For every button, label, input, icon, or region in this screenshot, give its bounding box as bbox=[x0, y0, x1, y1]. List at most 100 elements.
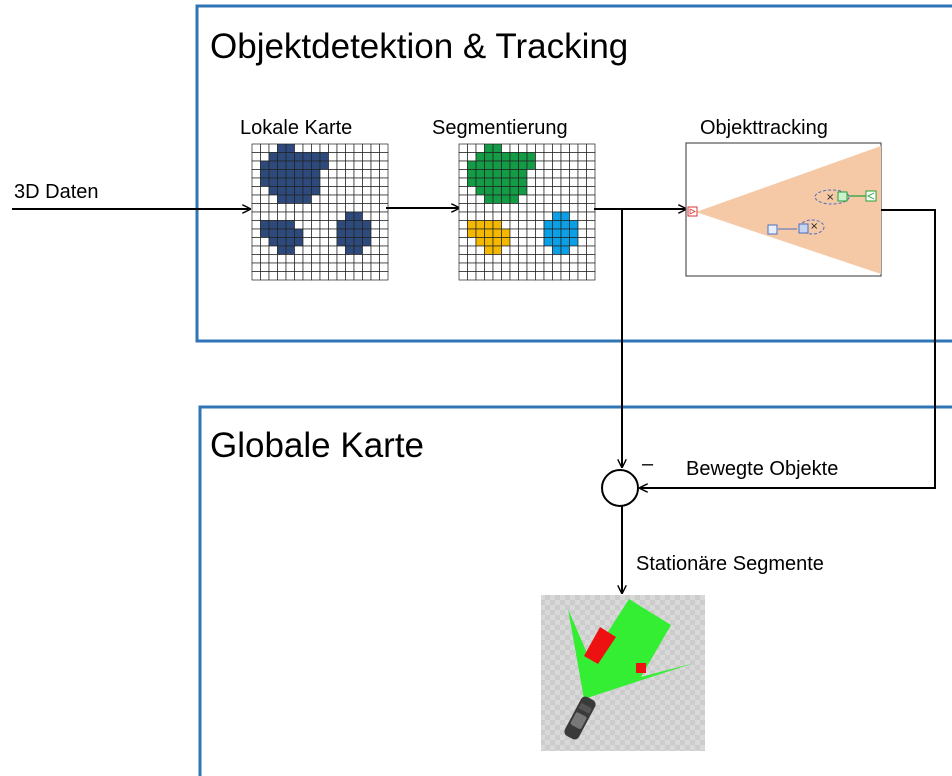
grid-cell bbox=[560, 203, 570, 213]
grid-cell bbox=[319, 245, 329, 255]
occupied-cell bbox=[484, 245, 494, 255]
grid-cell bbox=[328, 245, 338, 255]
occupied-cell bbox=[277, 194, 287, 204]
occupied-cell bbox=[501, 152, 511, 162]
occupied-cell bbox=[260, 228, 270, 238]
grid-cell bbox=[586, 228, 596, 238]
grid-cell bbox=[328, 211, 338, 221]
grid-cell bbox=[518, 254, 528, 264]
grid-cell bbox=[370, 237, 380, 247]
local-map-label: Lokale Karte bbox=[240, 117, 352, 139]
occupied-cell bbox=[484, 220, 494, 230]
grid-cell bbox=[345, 160, 355, 170]
grid-cell bbox=[518, 203, 528, 213]
grid-cell bbox=[560, 194, 570, 204]
grid-cell bbox=[526, 186, 536, 196]
grid-cell bbox=[319, 203, 329, 213]
grid-cell bbox=[260, 152, 270, 162]
occupied-cell bbox=[277, 237, 287, 247]
grid-cell bbox=[353, 186, 363, 196]
grid-cell bbox=[475, 211, 485, 221]
grid-cell bbox=[370, 254, 380, 264]
grid-cell bbox=[586, 169, 596, 179]
occupied-cell bbox=[509, 152, 519, 162]
occupied-cell bbox=[467, 220, 477, 230]
grid-cell bbox=[362, 245, 372, 255]
grid-cell bbox=[260, 194, 270, 204]
grid-cell bbox=[458, 194, 468, 204]
grid-cell bbox=[268, 271, 278, 281]
grid-cell bbox=[518, 220, 528, 230]
grid-cell bbox=[379, 254, 389, 264]
occupied-cell bbox=[526, 152, 536, 162]
occupied-cell bbox=[319, 160, 329, 170]
grid-cell bbox=[492, 271, 502, 281]
grid-cell bbox=[379, 186, 389, 196]
occupied-cell bbox=[552, 211, 562, 221]
grid-cell bbox=[362, 177, 372, 187]
grid-cell bbox=[260, 186, 270, 196]
grid-cell bbox=[260, 262, 270, 272]
grid-cell bbox=[509, 143, 519, 153]
occupied-cell bbox=[475, 177, 485, 187]
occupied-cell bbox=[552, 228, 562, 238]
grid-cell bbox=[370, 186, 380, 196]
tracked-object-icon bbox=[837, 191, 848, 202]
occupied-cell bbox=[569, 220, 579, 230]
grid-cell bbox=[526, 228, 536, 238]
grid-cell bbox=[319, 194, 329, 204]
occupied-cell bbox=[268, 186, 278, 196]
grid-cell bbox=[552, 143, 562, 153]
detection-title: Objektdetektion & Tracking bbox=[210, 27, 628, 66]
occupied-cell bbox=[311, 186, 321, 196]
grid-cell bbox=[560, 152, 570, 162]
grid-cell bbox=[535, 254, 545, 264]
global-map-title: Globale Karte bbox=[210, 426, 424, 465]
occupied-cell bbox=[492, 237, 502, 247]
occupied-cell bbox=[311, 177, 321, 187]
occupied-cell bbox=[277, 245, 287, 255]
tracking-sensor-cone bbox=[696, 146, 881, 274]
grid-cell bbox=[319, 237, 329, 247]
grid-cell bbox=[458, 245, 468, 255]
grid-cell bbox=[543, 152, 553, 162]
occupied-cell bbox=[501, 228, 511, 238]
occupied-cell bbox=[268, 237, 278, 247]
grid-cell bbox=[379, 152, 389, 162]
grid-cell bbox=[268, 203, 278, 213]
occupied-cell bbox=[302, 177, 312, 187]
grid-cell bbox=[467, 186, 477, 196]
grid-cell bbox=[251, 152, 261, 162]
grid-cell bbox=[362, 194, 372, 204]
grid-cell bbox=[294, 262, 304, 272]
grid-cell bbox=[586, 186, 596, 196]
grid-cell bbox=[577, 160, 587, 170]
grid-cell bbox=[543, 262, 553, 272]
grid-cell bbox=[251, 203, 261, 213]
grid-cell bbox=[379, 143, 389, 153]
grid-cell bbox=[379, 177, 389, 187]
grid-cell bbox=[586, 160, 596, 170]
grid-cell bbox=[251, 177, 261, 187]
grid-cell bbox=[370, 169, 380, 179]
grid-cell bbox=[251, 237, 261, 247]
grid-cell bbox=[560, 143, 570, 153]
occupied-cell bbox=[277, 160, 287, 170]
grid-cell bbox=[560, 262, 570, 272]
grid-cell bbox=[353, 254, 363, 264]
grid-cell bbox=[552, 194, 562, 204]
occupied-cell bbox=[492, 169, 502, 179]
grid-cell bbox=[586, 177, 596, 187]
occupied-cell bbox=[285, 237, 295, 247]
grid-cell bbox=[552, 152, 562, 162]
grid-cell bbox=[518, 228, 528, 238]
occupied-cell bbox=[501, 186, 511, 196]
grid-cell bbox=[260, 245, 270, 255]
occupied-cell bbox=[501, 194, 511, 204]
grid-cell bbox=[475, 143, 485, 153]
grid-cell bbox=[577, 228, 587, 238]
grid-cell bbox=[484, 211, 494, 221]
grid-cell bbox=[345, 254, 355, 264]
grid-cell bbox=[543, 254, 553, 264]
grid-cell bbox=[302, 228, 312, 238]
